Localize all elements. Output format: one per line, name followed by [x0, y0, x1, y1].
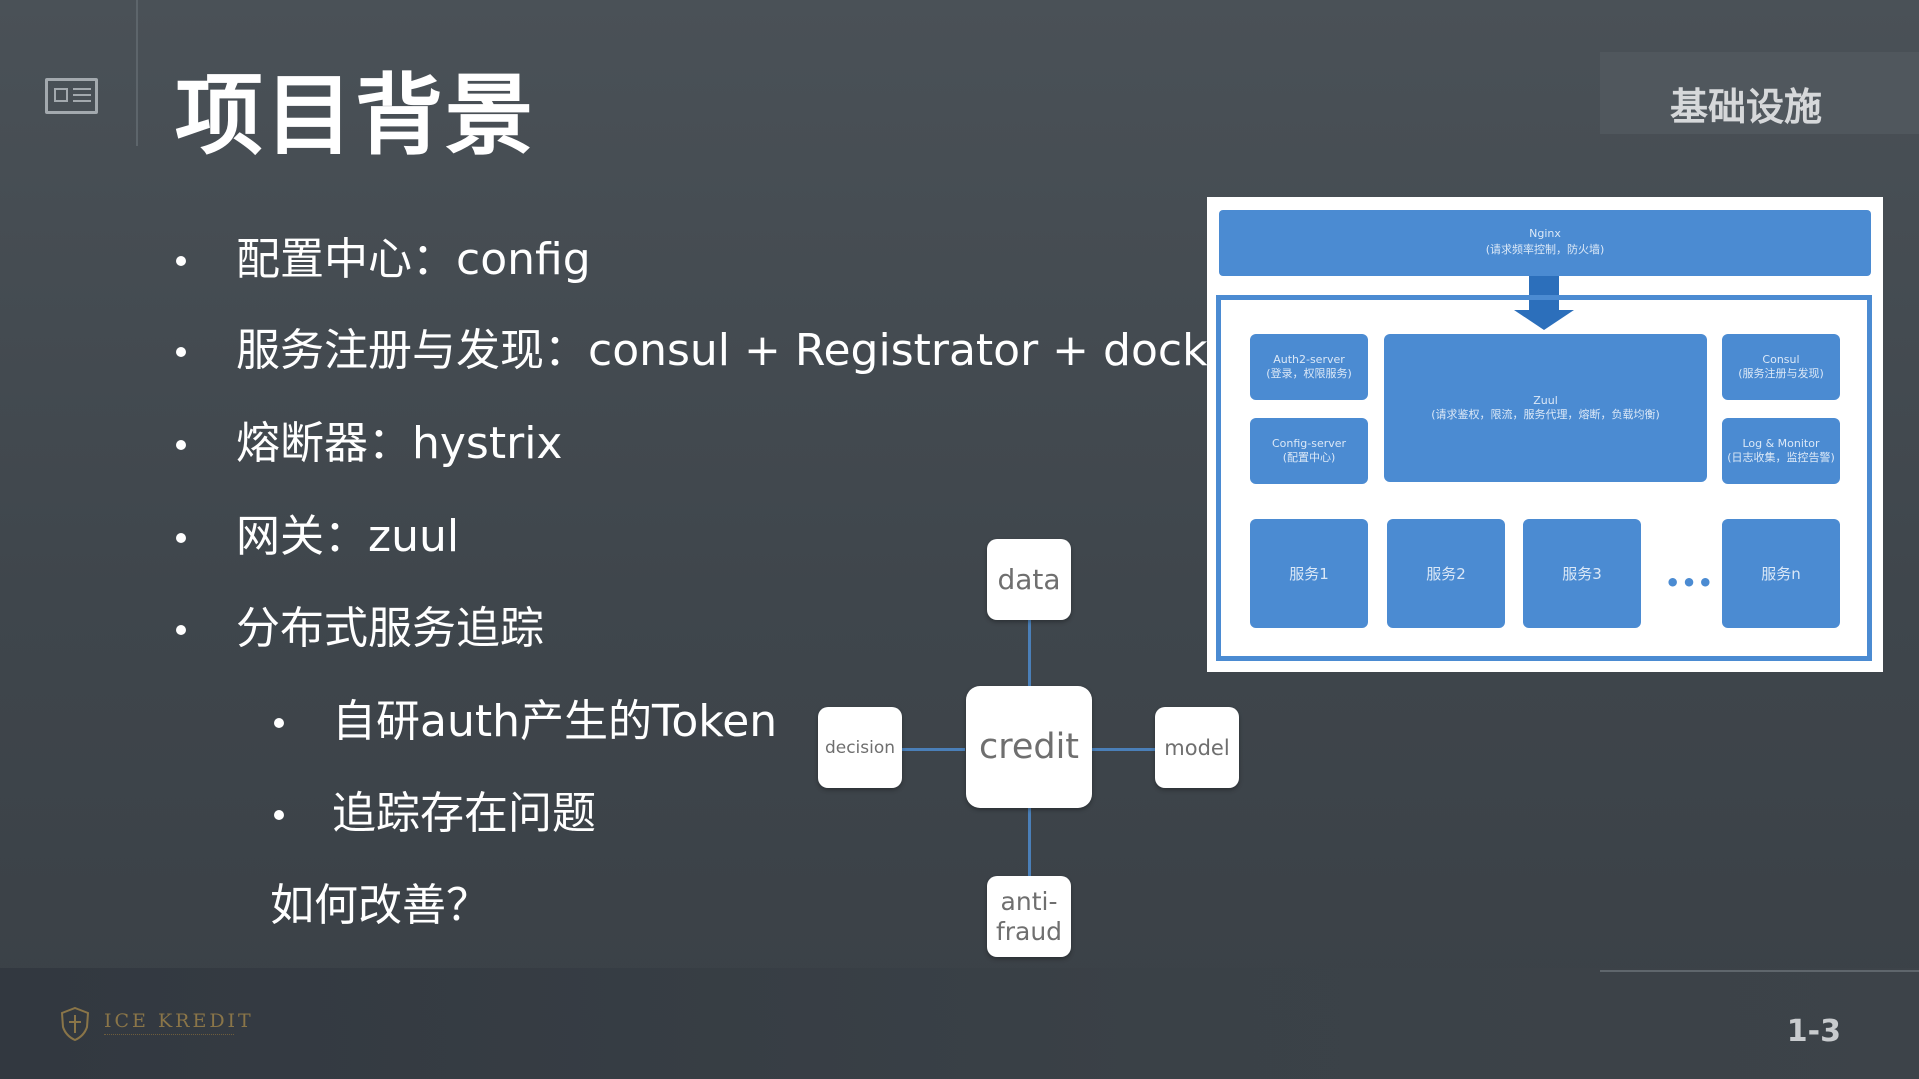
header-divider	[136, 0, 138, 146]
sub-bullet-token: 自研auth产生的Token	[332, 696, 778, 747]
node-model: model	[1155, 707, 1239, 788]
bullet-gateway: 网关：zuul	[236, 511, 460, 562]
zuul-block: Zuul(请求鉴权，限流，服务代理，熔断，负载均衡)	[1384, 334, 1707, 482]
consul-block: Consul(服务注册与发现)	[1722, 334, 1840, 400]
section-banner	[1600, 52, 1919, 134]
bullet-dot	[176, 533, 186, 543]
sub-bullet-tracing-issue: 追踪存在问题	[332, 788, 596, 839]
cluster-frame	[1216, 295, 1872, 661]
bullet-dot	[176, 347, 186, 357]
node-anti-fraud: anti- fraud	[987, 876, 1071, 957]
architecture-diagram: Nginx (请求频率控制，防火墙) Auth2-server(登录，权限服务)…	[1207, 197, 1883, 672]
node-data: data	[987, 539, 1071, 620]
connector-bottom	[1028, 808, 1031, 876]
service-n-block: 服务n	[1722, 519, 1840, 628]
arrow-down-head	[1514, 310, 1574, 330]
config-server-block: Config-server(配置中心)	[1250, 418, 1368, 484]
bullet-dot	[176, 440, 186, 450]
connector-left	[902, 748, 965, 751]
connector-right	[1092, 748, 1155, 751]
auth-server-block: Auth2-server(登录，权限服务)	[1250, 334, 1368, 400]
bullet-dot	[176, 256, 186, 266]
section-label: 基础设施	[1669, 85, 1822, 129]
sub-bullet-dot	[274, 810, 284, 820]
footer-divider	[1600, 970, 1919, 972]
slide-title: 项目背景	[175, 64, 536, 167]
bullet-dot	[176, 625, 186, 635]
footer-bar	[0, 968, 1919, 1079]
service-2-block: 服务2	[1387, 519, 1505, 628]
page-number: 1-3	[1786, 1014, 1841, 1049]
node-decision: decision	[818, 707, 902, 788]
nginx-block: Nginx (请求频率控制，防火墙)	[1219, 210, 1871, 276]
logo-underline	[104, 1034, 234, 1036]
question-text: 如何改善？	[270, 880, 490, 931]
shield-logo-icon	[60, 1007, 90, 1041]
bullet-config: 配置中心：config	[236, 234, 591, 285]
connector-top	[1028, 620, 1031, 686]
service-1-block: 服务1	[1250, 519, 1368, 628]
node-credit: credit	[966, 686, 1092, 808]
log-monitor-block: Log & Monitor(日志收集，监控告警)	[1722, 418, 1840, 484]
company-logo-text: ICE KREDIT	[104, 1010, 254, 1032]
bullet-tracing: 分布式服务追踪	[236, 603, 544, 654]
bullet-circuit-breaker: 熔断器：hystrix	[236, 418, 563, 469]
service-3-block: 服务3	[1523, 519, 1641, 628]
slide-layout-icon	[45, 78, 98, 114]
bullet-service-discovery: 服务注册与发现：consul + Registrator + docker	[236, 325, 1252, 376]
services-ellipsis: •••	[1665, 569, 1715, 597]
sub-bullet-dot	[274, 718, 284, 728]
